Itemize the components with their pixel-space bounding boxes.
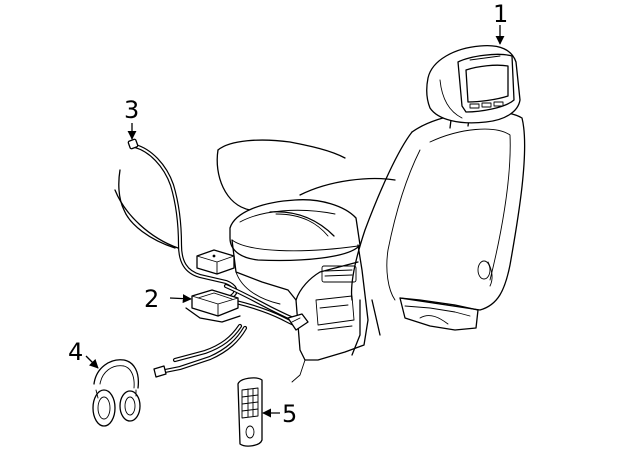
remote-control <box>237 377 263 447</box>
callout-2: 2 <box>144 285 192 313</box>
center-console <box>229 199 369 383</box>
antenna-cable <box>127 138 238 299</box>
callout-4: 4 <box>68 338 99 369</box>
callout-number-1: 1 <box>493 0 508 28</box>
callout-number-4: 4 <box>68 338 83 366</box>
callout-1: 1 <box>493 0 508 45</box>
harness-wires <box>153 283 309 378</box>
seat-illustration <box>114 110 526 356</box>
callout-leader-4 <box>85 355 99 369</box>
wireless-headphones <box>92 359 141 427</box>
callout-3: 3 <box>124 96 139 140</box>
control-module <box>185 289 241 323</box>
callout-5: 5 <box>262 400 297 428</box>
callout-number-3: 3 <box>124 96 139 124</box>
callout-leader-2 <box>169 294 192 304</box>
callout-number-2: 2 <box>144 285 159 313</box>
headrest-dvd-screen <box>426 44 521 124</box>
callout-number-5: 5 <box>282 400 297 428</box>
junction-box <box>196 249 235 275</box>
